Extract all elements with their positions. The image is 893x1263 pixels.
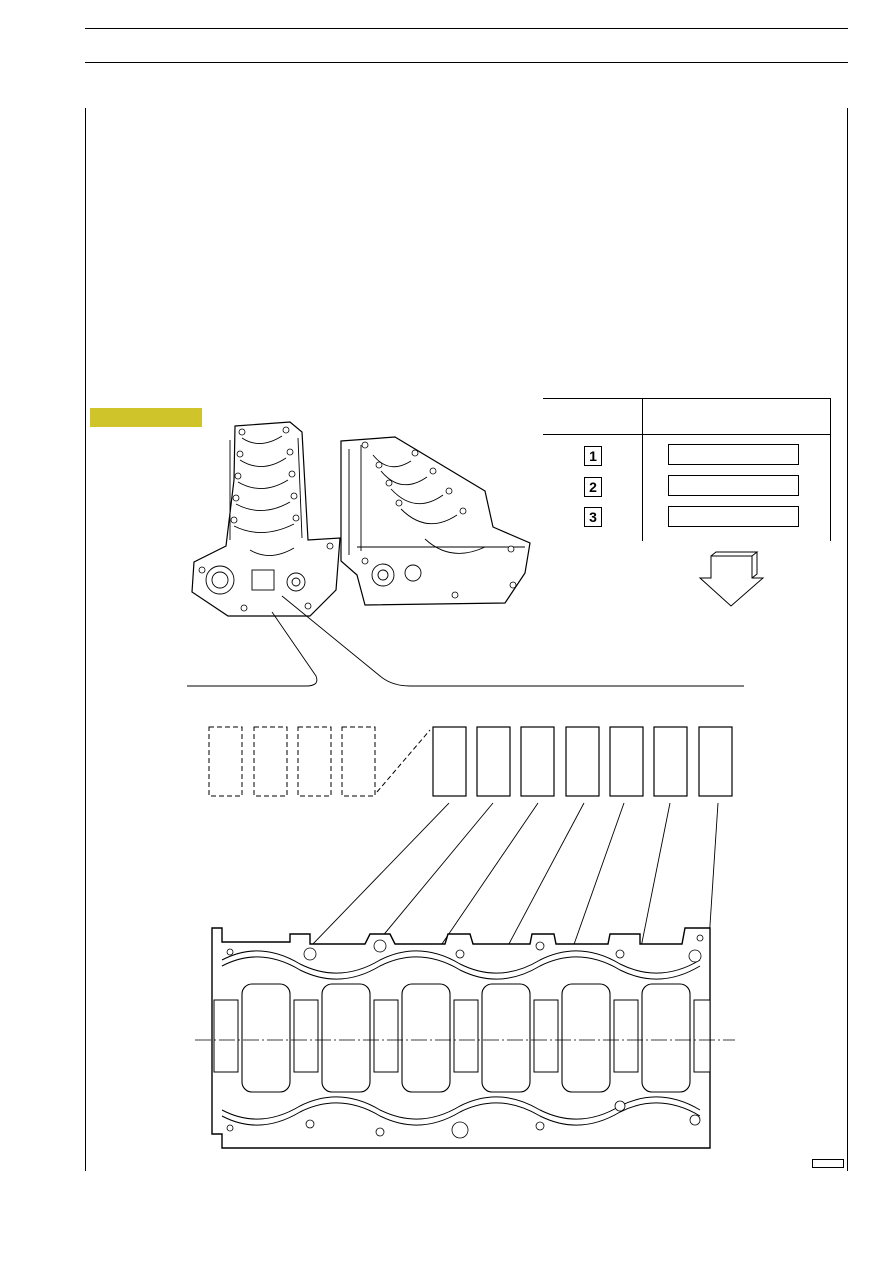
- section-tag: [90, 408, 202, 427]
- unused-stamp-box: [208, 726, 243, 797]
- right-margin-rule: [847, 108, 848, 1171]
- left-margin-rule: [85, 108, 86, 1171]
- bearing-stamp-box-5: [609, 726, 644, 797]
- grade-number-3: 3: [584, 507, 602, 527]
- engine-block-left-sketch: [191, 421, 341, 617]
- unused-stamp-box: [253, 726, 288, 797]
- header-bottom-rule: [85, 62, 848, 63]
- header-top-rule: [85, 28, 848, 29]
- grade-number-2: 2: [584, 477, 602, 497]
- grade-value-3: [668, 506, 799, 527]
- grade-number-1: 1: [584, 446, 602, 466]
- engine-block-right-sketch: [340, 436, 531, 606]
- bearing-stamp-box-2: [476, 726, 511, 797]
- crankcase-plan-view: [195, 927, 735, 1149]
- page-number-box: [812, 1159, 844, 1168]
- bearing-stamp-box-6: [653, 726, 688, 797]
- bearing-stamp-box-1: [432, 726, 467, 797]
- down-arrow-icon: [698, 551, 765, 607]
- table-right-edge: [830, 398, 831, 541]
- table-header-rule: [543, 434, 831, 435]
- table-top-rule: [543, 398, 831, 399]
- grade-value-1: [668, 444, 799, 465]
- bearing-stamp-box-4: [565, 726, 600, 797]
- bearing-stamp-box-3: [520, 726, 555, 797]
- table-col-divider: [642, 398, 643, 541]
- grade-value-2: [668, 475, 799, 496]
- unused-stamp-box: [341, 726, 376, 797]
- bearing-stamp-box-7: [698, 726, 733, 797]
- grade-table: 1 2 3: [543, 398, 831, 541]
- unused-stamp-box: [297, 726, 332, 797]
